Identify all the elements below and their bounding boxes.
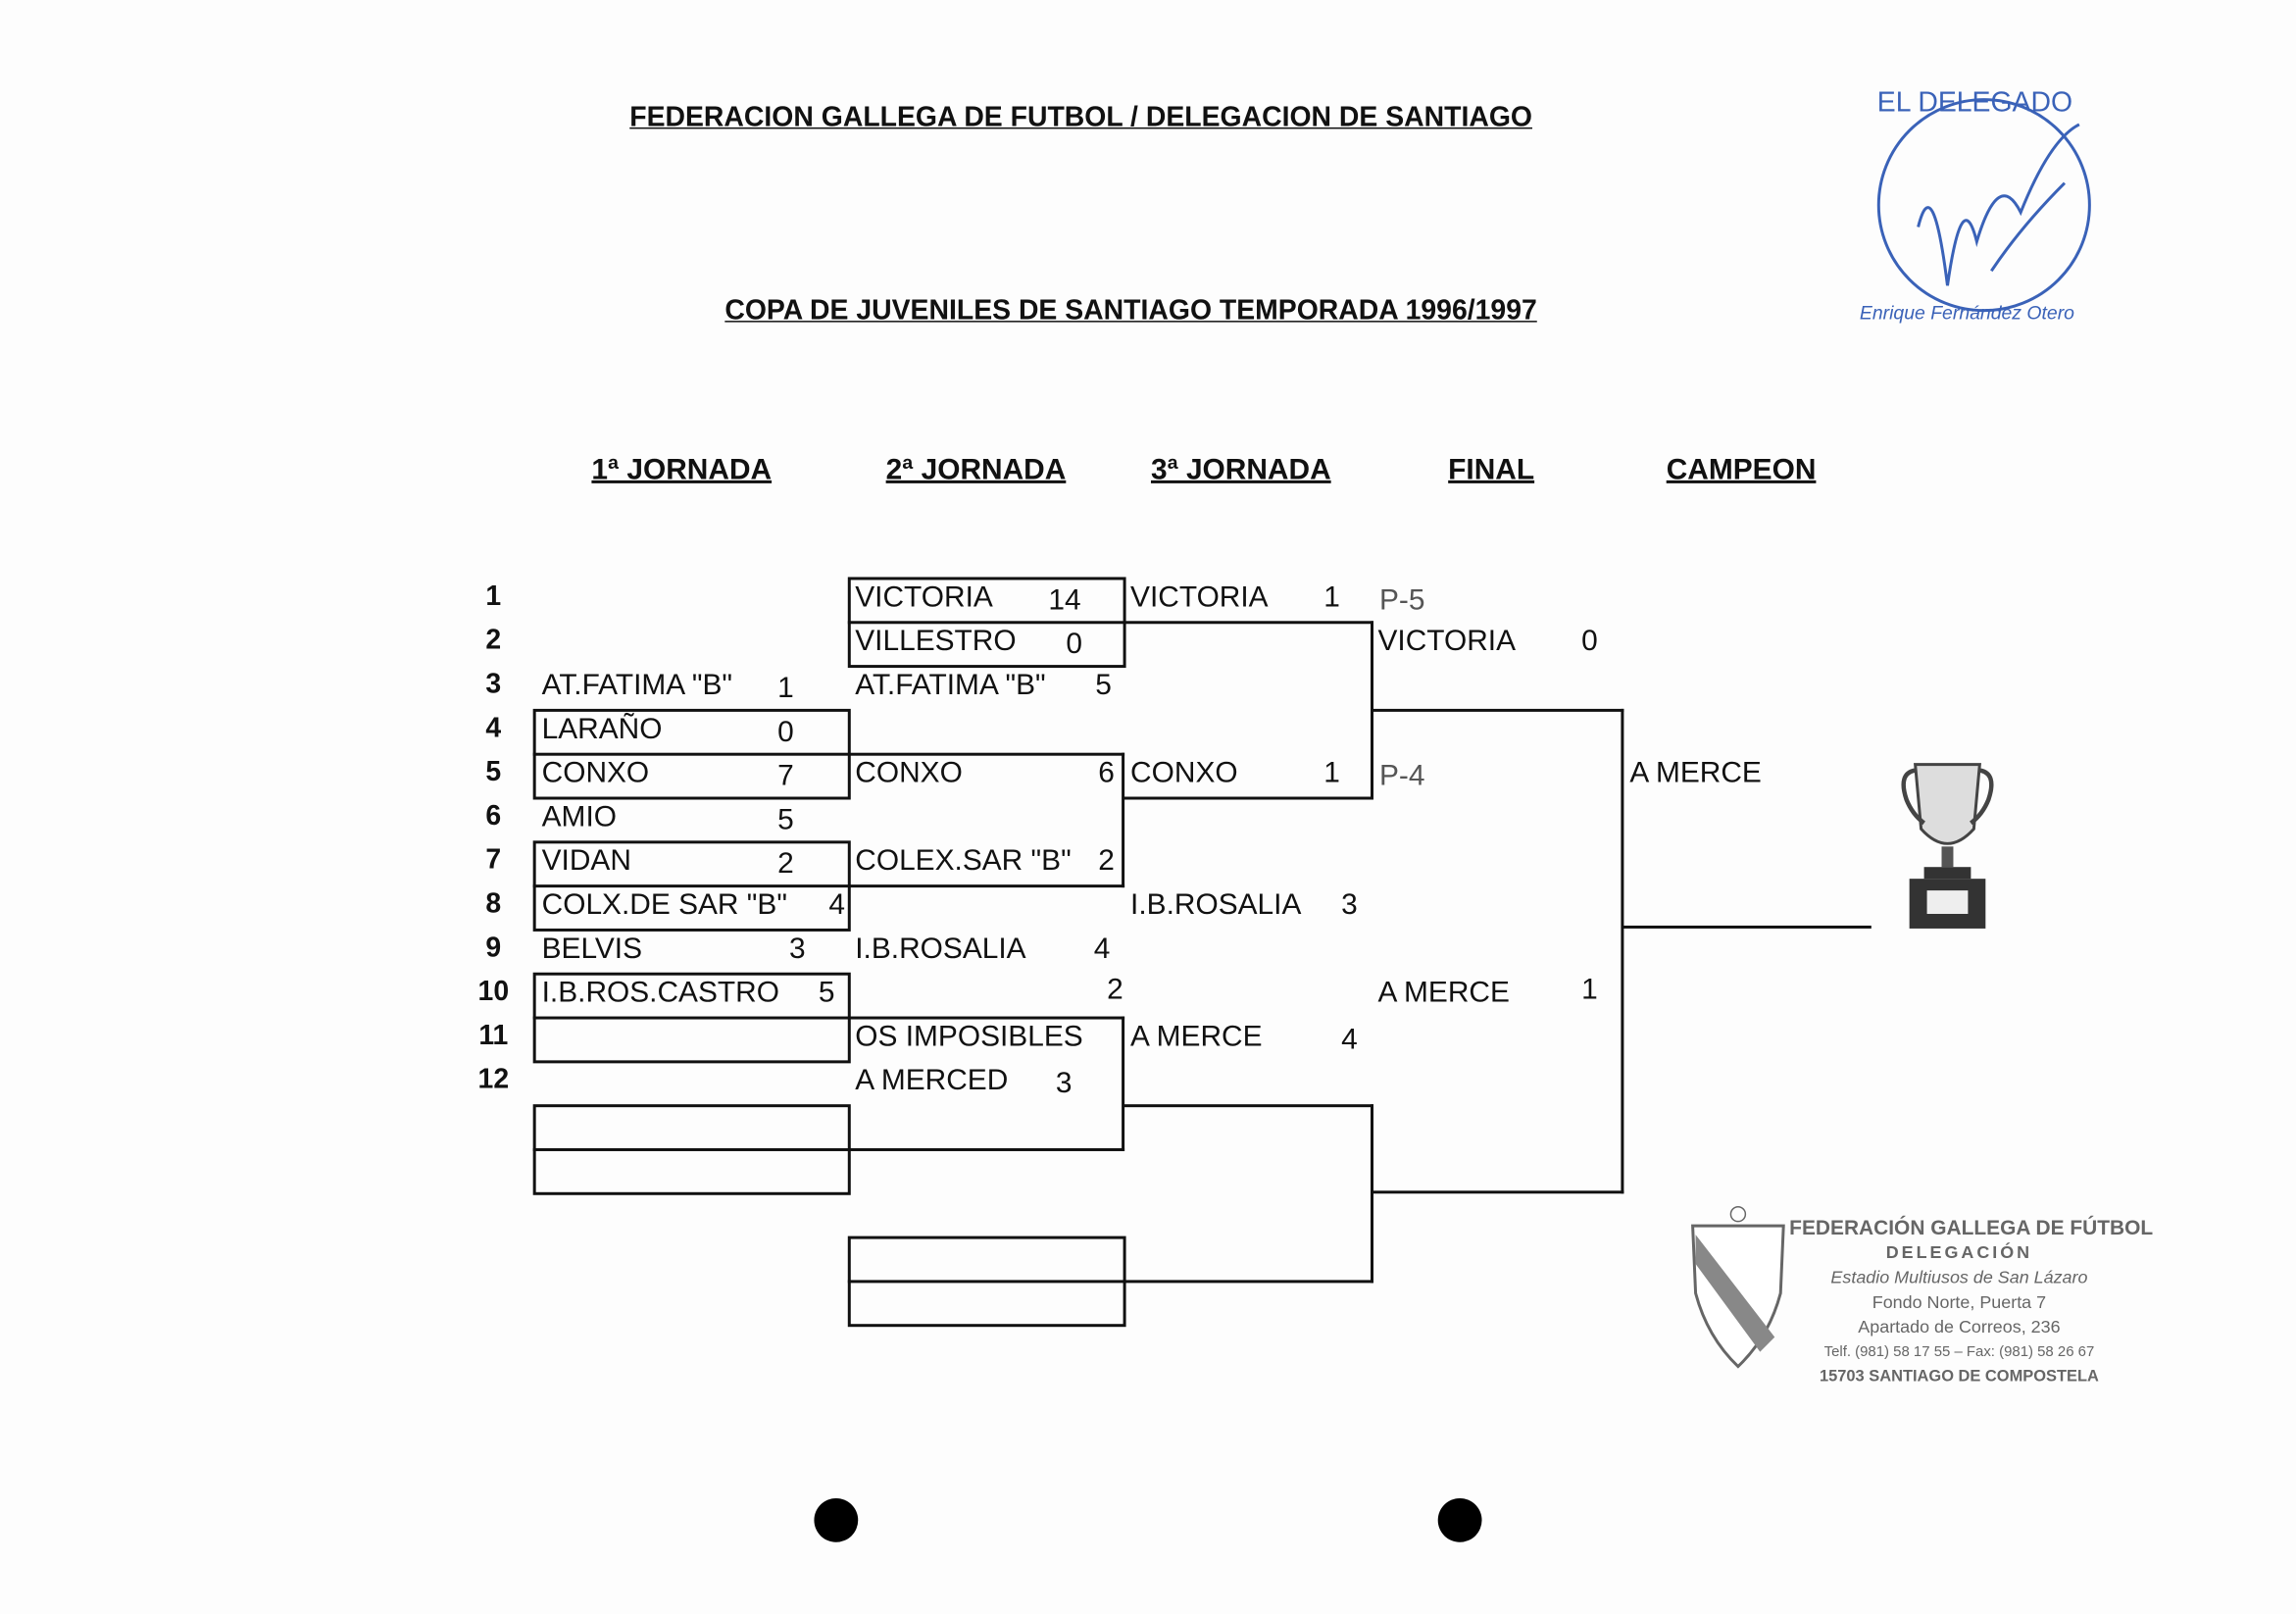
round2-team-name: OS IMPOSIBLES bbox=[855, 1021, 1083, 1053]
punch-hole bbox=[814, 1497, 859, 1542]
round1-team-name: BELVIS bbox=[541, 933, 643, 966]
column-header-final: FINAL bbox=[1448, 454, 1535, 486]
round3-team-name: I.B.ROSALIA bbox=[1130, 888, 1302, 922]
round1-team-name: VIDAN bbox=[541, 844, 631, 878]
bracket-slot-number: 4 bbox=[485, 713, 502, 744]
round3-team-name: A MERCE bbox=[1130, 1021, 1263, 1053]
round1-score: 5 bbox=[818, 977, 835, 1010]
round1-score: 4 bbox=[828, 888, 845, 922]
round2-team-name: AT.FATIMA "B" bbox=[855, 669, 1046, 702]
round1-team-name: I.B.ROS.CASTRO bbox=[541, 977, 779, 1010]
bracket-slot-number: 1 bbox=[485, 580, 502, 613]
round3-team-name: CONXO bbox=[1130, 757, 1238, 790]
round2-score: 2 bbox=[1098, 844, 1115, 878]
final-score: 1 bbox=[1581, 974, 1598, 1007]
bracket-slot-number: 6 bbox=[485, 800, 502, 832]
round3-score: 1 bbox=[1323, 580, 1340, 614]
signature-stamp-title: EL DELEGADO bbox=[1876, 87, 2073, 119]
round2-score: 0 bbox=[1066, 628, 1082, 661]
bracket-slot-number: 2 bbox=[485, 625, 502, 657]
round3-score: 4 bbox=[1341, 1024, 1358, 1056]
federation-address-2: Fondo Norte, Puerta 7 bbox=[1872, 1291, 2047, 1313]
column-header-round3: 3ª JORNADA bbox=[1150, 454, 1331, 486]
bracket-slot-number: 8 bbox=[485, 888, 502, 920]
round1-score: 7 bbox=[777, 760, 794, 793]
trophy-icon bbox=[1901, 763, 1994, 929]
round1-score: 2 bbox=[777, 847, 794, 881]
round3-score: 1 bbox=[1323, 757, 1340, 790]
round1-score: 5 bbox=[777, 803, 794, 836]
bracket-slot-number: 3 bbox=[485, 669, 502, 700]
bracket-slot-number: 5 bbox=[485, 757, 502, 788]
round2-team-name: COLEX.SAR "B" bbox=[855, 844, 1072, 878]
punch-hole bbox=[1437, 1497, 1482, 1542]
round2-team-name: VILLESTRO bbox=[855, 625, 1017, 658]
bracket-slot-number: 7 bbox=[485, 844, 502, 877]
round1-score: 1 bbox=[777, 672, 794, 705]
column-header-round1: 1ª JORNADA bbox=[591, 454, 773, 486]
round3-team-name: VICTORIA bbox=[1130, 580, 1269, 614]
round1-score: 3 bbox=[789, 933, 806, 966]
federation-city: 15703 SANTIAGO DE COMPOSTELA bbox=[1820, 1368, 2099, 1386]
round1-team-name: AMIO bbox=[541, 800, 617, 833]
round1-score: 0 bbox=[777, 716, 794, 749]
competition-title: COPA DE JUVENILES DE SANTIAGO TEMPORADA … bbox=[724, 295, 1537, 328]
bracket-slot-number: 10 bbox=[477, 977, 510, 1008]
federation-crest-icon bbox=[1691, 1205, 1785, 1369]
round2-score: 14 bbox=[1048, 583, 1081, 617]
final-team-name: A MERCE bbox=[1377, 977, 1510, 1010]
champion-name: A MERCE bbox=[1629, 757, 1762, 790]
column-header-champion: CAMPEON bbox=[1666, 454, 1817, 486]
round2-score: 2 bbox=[1107, 974, 1123, 1007]
bracket-slot-number: 12 bbox=[477, 1064, 510, 1096]
signature-stamp-name: Enrique Fernández Otero bbox=[1859, 301, 2074, 325]
round2-score: 4 bbox=[1093, 933, 1111, 966]
bracket-slot-number: 9 bbox=[485, 933, 502, 964]
signature-icon bbox=[1876, 98, 2091, 313]
round2-score: 6 bbox=[1098, 757, 1115, 790]
federation-address-3: Apartado de Correos, 236 bbox=[1858, 1316, 2061, 1337]
federation-delegation: DELEGACIÓN bbox=[1885, 1241, 2033, 1263]
federation-phone: Telf. (981) 58 17 55 – Fax: (981) 58 26 … bbox=[1823, 1344, 2095, 1361]
federation-name: FEDERACIÓN GALLEGA DE FÚTBOL bbox=[1789, 1215, 2154, 1239]
round2-score: 5 bbox=[1095, 669, 1112, 702]
round2-score: 3 bbox=[1055, 1067, 1073, 1100]
document-title: FEDERACION GALLEGA DE FUTBOL / DELEGACIO… bbox=[629, 102, 1533, 133]
round3-penalty-note: P-5 bbox=[1378, 583, 1425, 617]
round2-team-name: I.B.ROSALIA bbox=[855, 933, 1026, 966]
federation-address-1: Estadio Multiusos de San Lázaro bbox=[1830, 1266, 2088, 1287]
round1-team-name: LARAÑO bbox=[541, 713, 663, 746]
round2-team-name: VICTORIA bbox=[855, 580, 993, 614]
round1-team-name: COLX.DE SAR "B" bbox=[541, 888, 787, 922]
final-score: 0 bbox=[1581, 625, 1598, 658]
bracket-slot-number: 11 bbox=[478, 1021, 509, 1052]
round1-team-name: AT.FATIMA "B" bbox=[541, 669, 733, 702]
final-team-name: VICTORIA bbox=[1377, 625, 1517, 658]
round1-team-name: CONXO bbox=[541, 757, 650, 790]
round3-score: 3 bbox=[1341, 888, 1358, 922]
round2-team-name: A MERCED bbox=[855, 1064, 1009, 1097]
round3-penalty-note: P-4 bbox=[1378, 760, 1425, 793]
round2-team-name: CONXO bbox=[855, 757, 963, 790]
column-header-round2: 2ª JORNADA bbox=[885, 454, 1067, 486]
